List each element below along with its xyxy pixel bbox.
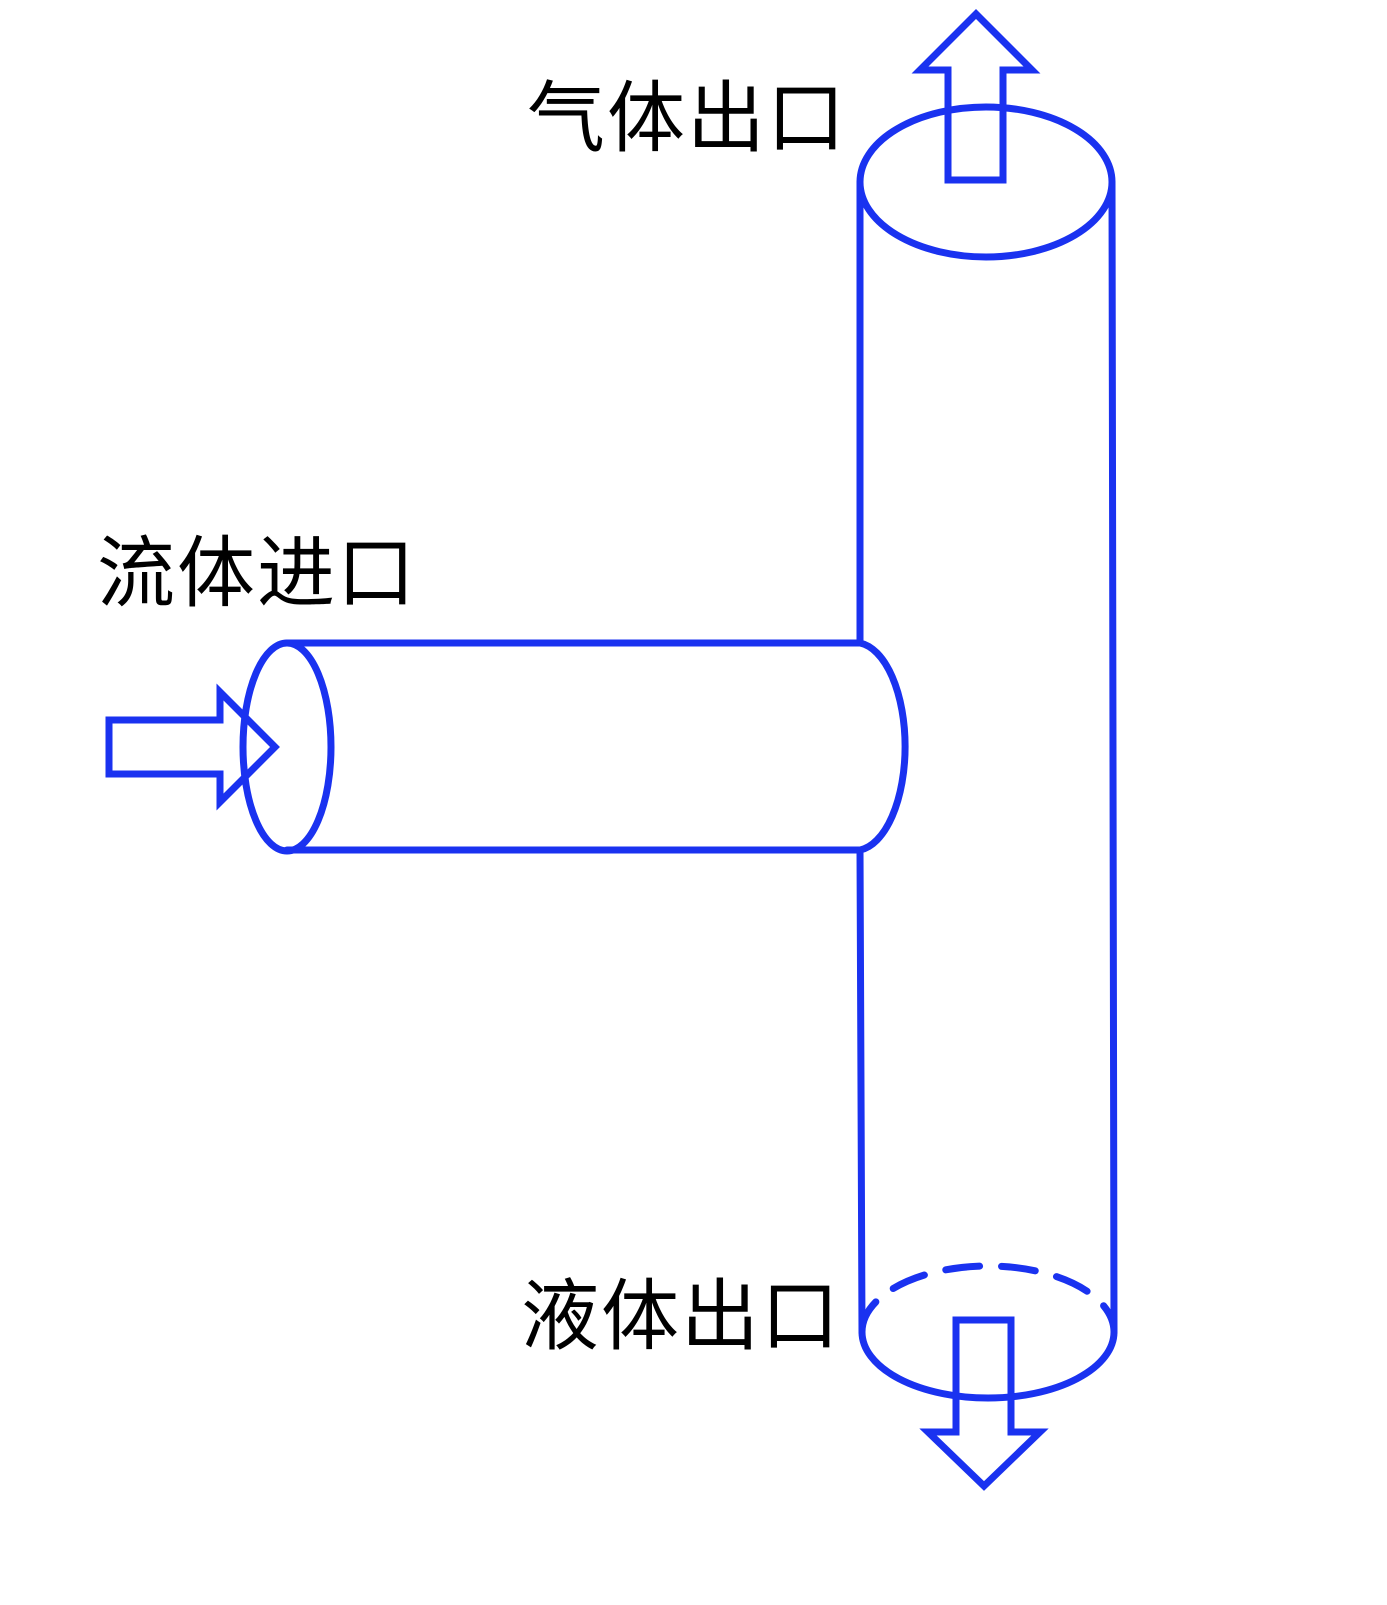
- bottom-opening-front-arc: [858, 1328, 1118, 1402]
- arrow-right-icon: [105, 683, 280, 811]
- vertical-pipe-right-wall: [1108, 178, 1118, 1336]
- arrow-down-icon: [919, 1316, 1049, 1491]
- liquid-outlet-label: 液体出口: [521, 1272, 842, 1362]
- bottom-opening-back-arc-dashed: [858, 1262, 1118, 1336]
- arrow-up-icon: [911, 9, 1041, 184]
- inlet-opening-ellipse: [239, 639, 335, 855]
- gas-outlet-label: 气体出口: [527, 74, 848, 164]
- top-opening-ellipse: [856, 103, 1116, 261]
- fluid-inlet-label: 流体进口: [97, 529, 418, 619]
- vertical-pipe-left-wall-lower: [856, 846, 866, 1336]
- inlet-pipe-junction-arc: [856, 639, 909, 854]
